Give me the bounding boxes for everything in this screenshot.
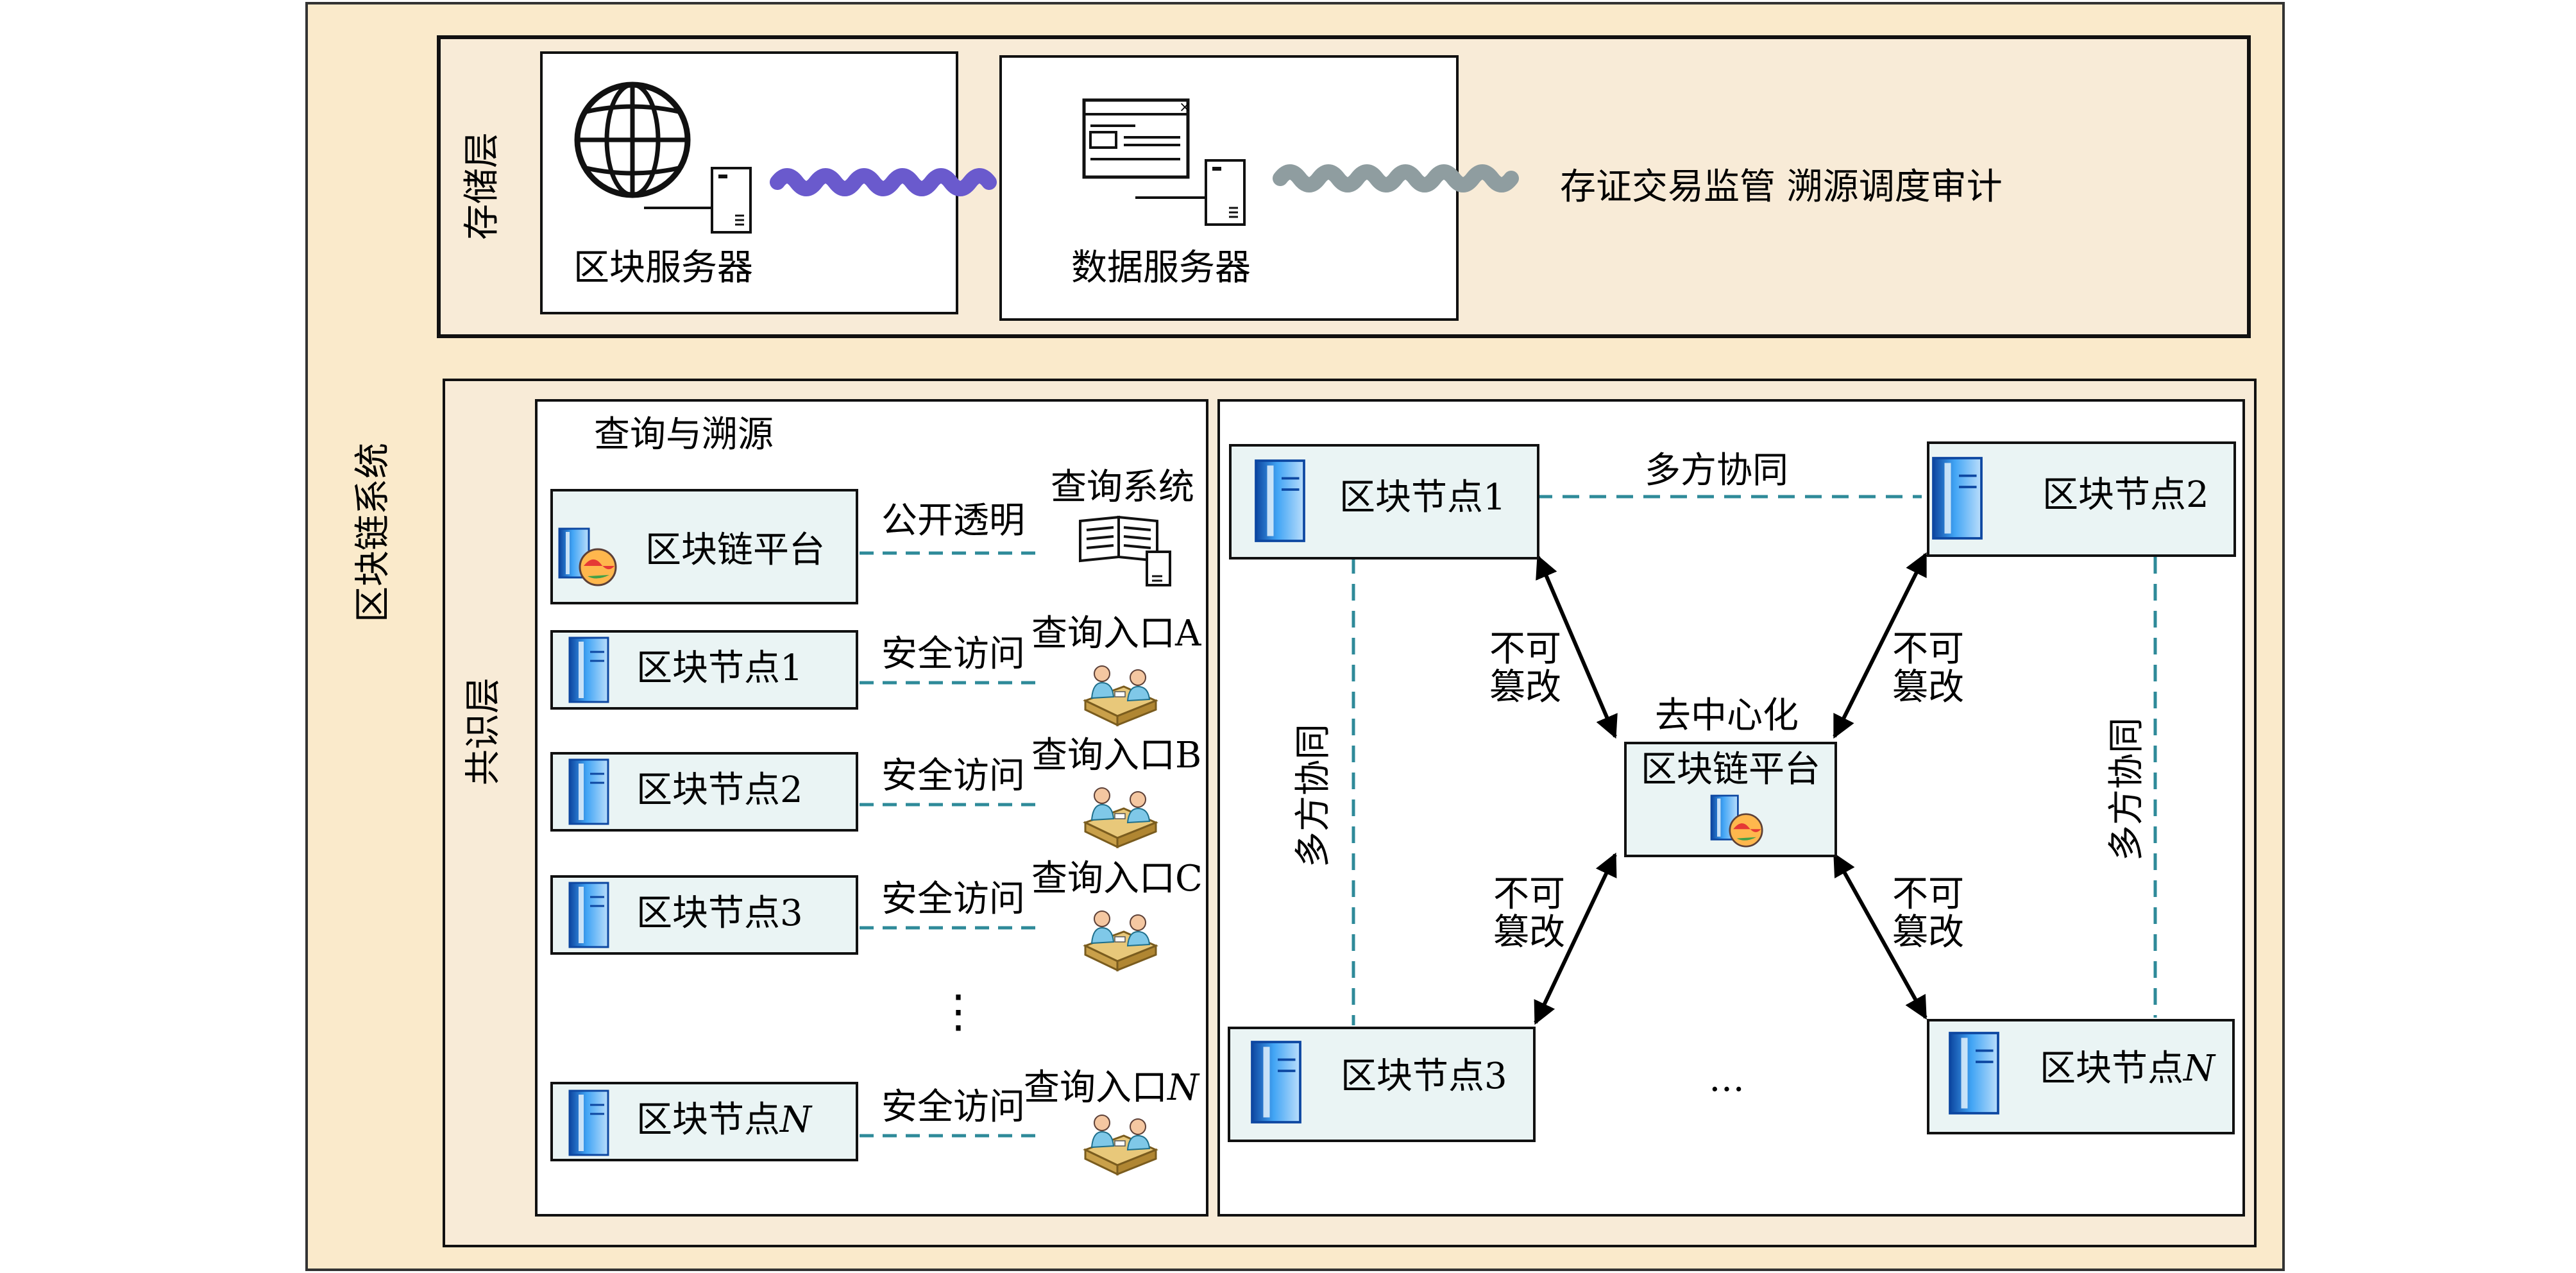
query-system-label: 查询系统: [1051, 466, 1194, 508]
server-tower-icon: [711, 167, 752, 234]
consensus-layer-label: 共识层: [462, 678, 504, 785]
gray-wave-icon: [1273, 164, 1519, 192]
svg-text:篡改: 篡改: [1892, 912, 1964, 953]
blockchain-server-icon: [1255, 459, 1305, 542]
svg-text:篡改: 篡改: [1489, 667, 1561, 708]
svg-text:区块节点2: 区块节点2: [2042, 474, 2209, 516]
svg-text:篡改: 篡改: [1892, 667, 1964, 708]
node-row-link: 安全访问: [881, 633, 1025, 675]
svg-text:篡改: 篡改: [1493, 912, 1565, 953]
purple-wave-icon: [770, 168, 997, 196]
node-row: 区块节点3 安全访问查询入口C: [550, 858, 1203, 971]
svg-text:区块节点3: 区块节点3: [1341, 1055, 1507, 1097]
node-row-entry: 查询入口A: [1031, 613, 1201, 654]
left-link-label: 多方协同: [1292, 724, 1334, 867]
node-row-label: 区块节点1: [636, 647, 803, 689]
block-server-label: 区块服务器: [573, 247, 753, 289]
server-tower-icon: [1205, 159, 1246, 226]
storage-layer-label: 存储层: [461, 132, 503, 240]
tamper-label-2: 不可 篡改: [1892, 628, 1964, 708]
tamper-label-4: 不可 篡改: [1892, 873, 1964, 953]
center-title: 去中心化: [1655, 695, 1799, 737]
arrow-noden-center: [1833, 852, 1928, 1020]
arrow-node3-center: [1534, 852, 1617, 1025]
top-link-label: 多方协同: [1645, 450, 1788, 491]
node-row: 区块节点1 安全访问查询入口A: [550, 613, 1201, 726]
data-server-label: 数据服务器: [1071, 247, 1251, 289]
network-node-3: 区块节点3: [1228, 1027, 1536, 1142]
blockchain-server-icon: [568, 758, 609, 825]
platform-row: 区块链平台 公开透明 查询系统: [550, 466, 1194, 604]
tamper-label-1: 不可 篡改: [1489, 628, 1561, 708]
storage-functions: 存证交易监管 溯源调度审计: [1560, 166, 2003, 208]
data-server-card: × 数据服务器: [999, 55, 1519, 321]
node-row-n-label: 区块节点N: [636, 1099, 813, 1141]
node-row-entry: 查询入口C: [1031, 858, 1203, 900]
query-panel-title: 查询与溯源: [594, 414, 774, 456]
svg-text:不可: 不可: [1892, 873, 1964, 915]
center-platform-label: 区块链平台: [1641, 749, 1820, 790]
node-row-n-link: 安全访问: [881, 1086, 1025, 1128]
svg-text:不可: 不可: [1489, 628, 1561, 670]
network-ellipsis: …: [1709, 1058, 1745, 1100]
svg-text:区块节点1: 区块节点1: [1339, 477, 1506, 518]
vertical-ellipsis: ⋮: [936, 985, 981, 1038]
platform-link-label: 公开透明: [881, 500, 1025, 542]
system-label: 区块链系统: [352, 443, 394, 622]
blockchain-server-icon: [1932, 457, 1983, 540]
browser-window-icon: ×: [1082, 98, 1191, 179]
node-row-link: 安全访问: [881, 755, 1025, 797]
blockchain-server-icon: [568, 636, 609, 703]
blockchain-server-icon: [1251, 1041, 1301, 1123]
network-node-2: 区块节点2: [1927, 441, 2236, 557]
node-row: 区块节点2 安全访问查询入口B: [550, 735, 1201, 848]
arrow-node1-center: [1536, 554, 1618, 739]
node-row-label: 区块节点3: [636, 893, 803, 934]
svg-text:区块节点N: 区块节点N: [2040, 1048, 2216, 1089]
node-row-n: 区块节点N 安全访问 查询入口N: [550, 1067, 1200, 1175]
block-server-card: 区块服务器: [540, 51, 997, 314]
network-node-1: 区块节点1: [1229, 444, 1539, 560]
blockchain-server-icon: [1949, 1032, 1999, 1115]
right-link-label: 多方协同: [2106, 717, 2148, 861]
svg-text:不可: 不可: [1892, 628, 1964, 670]
node-row-link: 安全访问: [881, 878, 1025, 920]
globe-icon: [574, 81, 691, 198]
arrow-node2-center: [1833, 552, 1928, 739]
node-row-entry: 查询入口B: [1031, 735, 1201, 776]
blockchain-server-icon: [568, 1089, 609, 1156]
platform-label: 区块链平台: [645, 529, 825, 571]
center-platform: 区块链平台: [1624, 742, 1837, 857]
svg-text:×: ×: [1179, 99, 1191, 115]
blockchain-server-icon: [568, 882, 609, 948]
tamper-label-3: 不可 篡改: [1493, 873, 1565, 953]
svg-text:不可: 不可: [1493, 873, 1565, 915]
node-row-label: 区块节点2: [636, 769, 803, 811]
network-node-n: 区块节点N: [1927, 1019, 2235, 1134]
node-row-n-entry: 查询入口N: [1024, 1067, 1200, 1109]
